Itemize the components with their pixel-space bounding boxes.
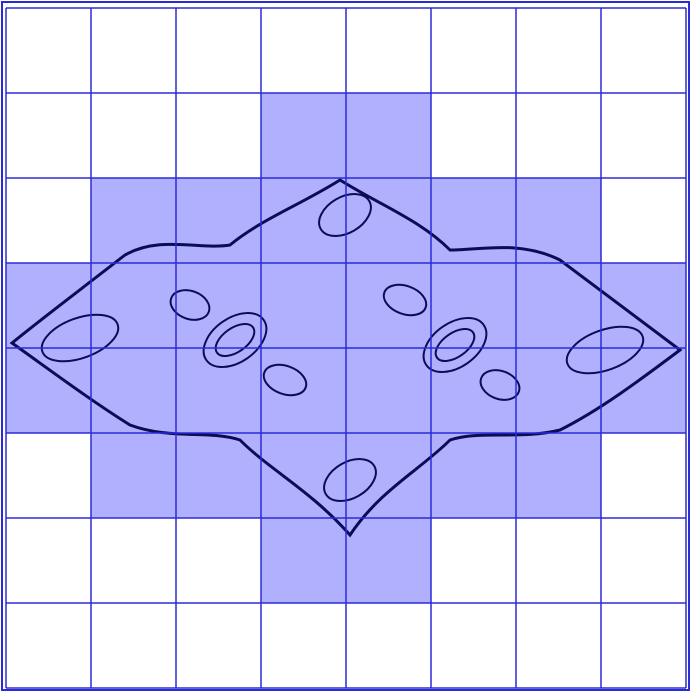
highlighted-cell [261,93,346,178]
highlighted-cell [261,433,346,518]
highlighted-cell [261,518,346,603]
highlighted-cell [91,263,176,348]
highlighted-cell [91,348,176,433]
highlighted-cell [516,433,601,518]
highlighted-cell [346,518,431,603]
highlighted-cell [346,433,431,518]
highlighted-cell [601,263,686,348]
highlighted-cell [346,348,431,433]
highlighted-cell [176,348,261,433]
highlighted-cell [176,263,261,348]
highlighted-cell [261,263,346,348]
highlighted-cell [176,178,261,263]
highlighted-cell [601,348,686,433]
highlighted-cell [516,348,601,433]
highlighted-cell [346,93,431,178]
highlighted-cell [91,433,176,518]
highlighted-cell [261,178,346,263]
